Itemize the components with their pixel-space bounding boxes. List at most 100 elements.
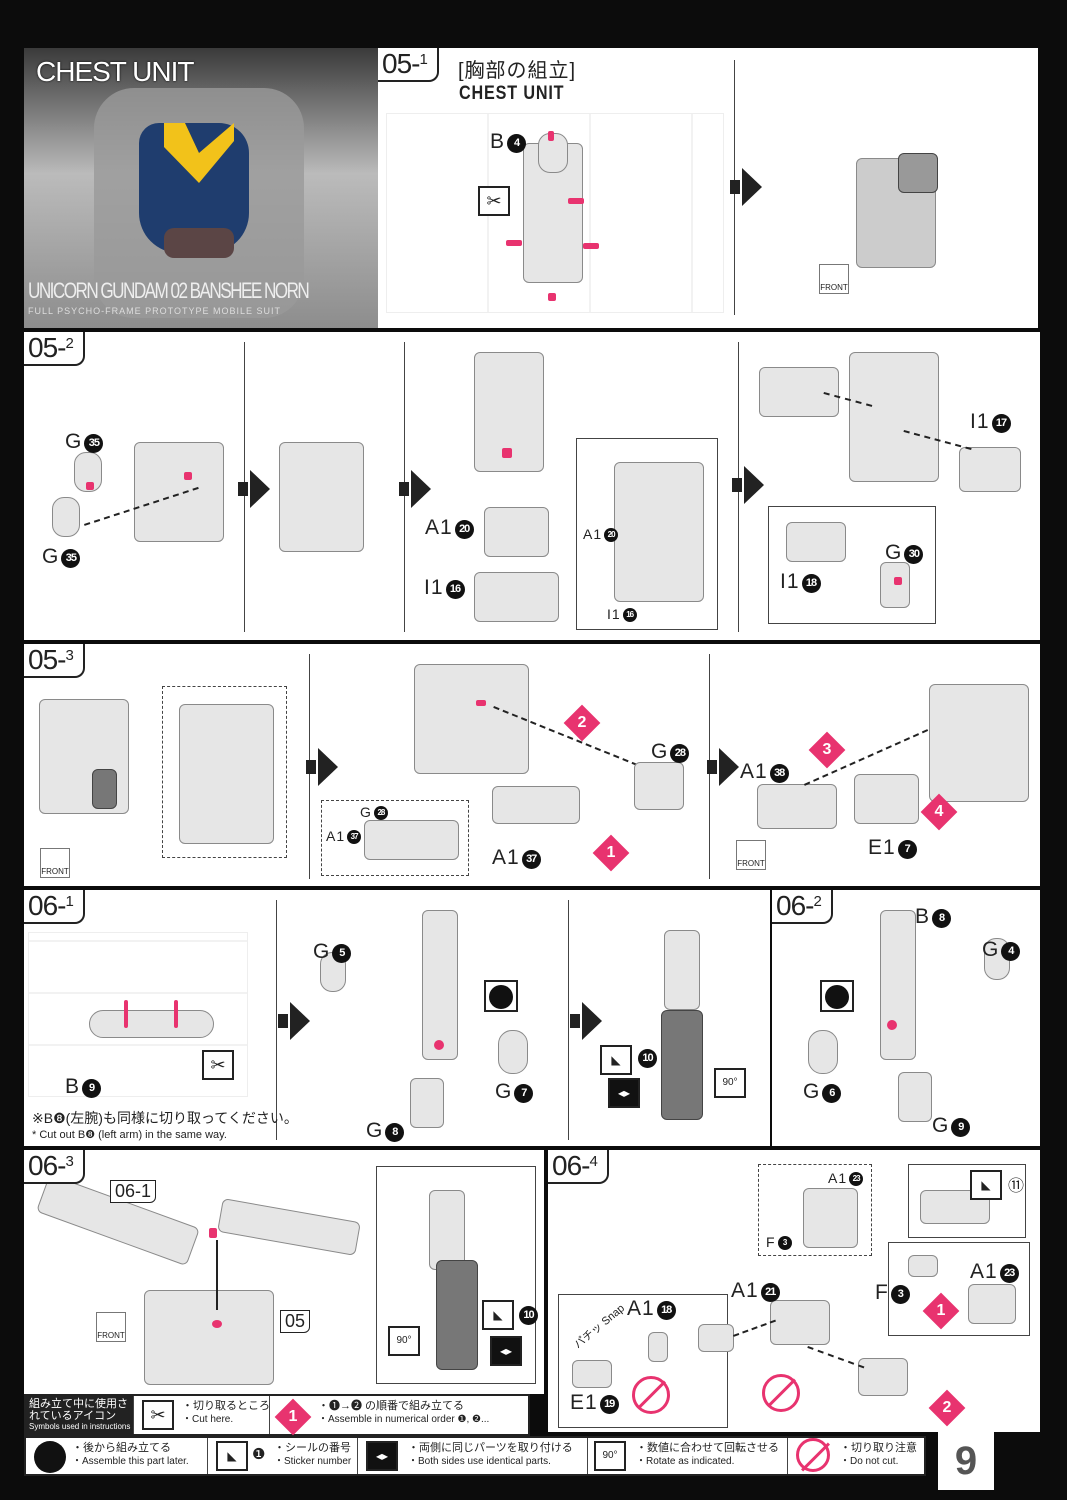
- decoration: ・数値に合わせて回転させる: [636, 1442, 779, 1454]
- decoration: ・Assemble in numerical order ❶, ❷...: [318, 1414, 490, 1425]
- decoration: 06: [776, 890, 806, 921]
- decoration: 20: [604, 528, 619, 542]
- decoration: A1: [627, 1297, 655, 1320]
- gate-mark: [887, 1020, 897, 1030]
- dashed-guide-arrow: [807, 1346, 865, 1369]
- note-en: * Cut out B❽ (left arm) in the same way.: [32, 1129, 227, 1141]
- model-part-shape: [808, 1030, 838, 1074]
- decoration: 7: [514, 1084, 534, 1103]
- step-05-2-panel: [24, 332, 1040, 640]
- decoration: 17: [991, 414, 1011, 433]
- decoration: ・❶→❷ の順番で組み立てる・Assemble in numerical ord…: [318, 1399, 524, 1427]
- icon-legend-row2: ・後から組み立てる・Assemble this part later. ◣❶・シ…: [24, 1436, 926, 1476]
- both-sides-icon: ◂▸: [608, 1078, 640, 1108]
- decoration: 8: [385, 1123, 405, 1142]
- front-icon: FRONT: [736, 840, 766, 870]
- decoration: G: [495, 1080, 513, 1103]
- decoration: 30: [904, 545, 924, 564]
- decoration: 38: [769, 764, 789, 783]
- decoration: 2: [942, 1399, 952, 1416]
- step-header-06-3: 06-3: [24, 1150, 85, 1184]
- front-icon: FRONT: [40, 848, 70, 878]
- step-marker: 4: [920, 793, 958, 831]
- model-part-shape: [364, 820, 459, 860]
- model-part-shape: [849, 352, 939, 482]
- gate-mark: [568, 198, 584, 204]
- model-part-shape: [410, 1078, 444, 1128]
- model-part-shape: [484, 507, 549, 557]
- step-05-3-panel: FRONT FRONT: [24, 644, 1040, 886]
- gate-mark: [476, 700, 486, 706]
- model-part-shape: [929, 684, 1029, 802]
- decoration: G: [366, 1119, 384, 1142]
- step-header-06-1: 06-1: [24, 890, 85, 924]
- decoration: 3: [777, 1236, 792, 1250]
- model-part-shape: [92, 769, 117, 809]
- gate-mark: [209, 1228, 217, 1238]
- model-part-shape: [634, 762, 684, 810]
- decoration: 4: [589, 1153, 597, 1170]
- decoration: ・数値に合わせて回転させる・Rotate as indicated.: [636, 1441, 783, 1469]
- decoration: ◣: [216, 1441, 248, 1471]
- decoration: 23: [849, 1172, 864, 1186]
- model-part-shape: [664, 930, 700, 1010]
- next-step-arrow-icon: [399, 470, 431, 508]
- sticker-number: 10: [636, 1045, 657, 1069]
- decoration: 6: [822, 1084, 842, 1103]
- front-icon: FRONT: [819, 264, 849, 294]
- step-06-3-panel: 06-1 05 FRONT 90° ◣ ◂▸: [24, 1150, 544, 1394]
- decoration: 4: [1001, 942, 1021, 961]
- rotate-icon: 90°: [714, 1068, 746, 1098]
- step-marker: 3: [808, 731, 846, 769]
- decoration: ・切り取り注意: [840, 1442, 917, 1454]
- decoration: 35: [61, 549, 81, 568]
- gate-mark: [548, 131, 554, 141]
- detail-box: [758, 1164, 872, 1256]
- decoration: 3: [822, 741, 832, 758]
- decoration: 18: [801, 574, 821, 593]
- model-part-shape: [661, 1010, 703, 1120]
- step-title-en: CHEST UNIT: [459, 83, 565, 104]
- model-part-shape: [648, 1332, 668, 1362]
- decoration: ・両側に同じパーツを取り付ける: [408, 1442, 573, 1454]
- decoration: 3: [65, 1153, 73, 1170]
- decoration: 23: [999, 1264, 1019, 1283]
- model-part-shape: [770, 1300, 830, 1345]
- model-part-shape: [538, 133, 568, 173]
- gate-mark: [434, 1040, 444, 1050]
- decoration: [825, 985, 849, 1009]
- model-subtitle: FULL PSYCHO-FRAME PROTOTYPE MOBILE SUIT: [28, 306, 282, 316]
- decoration: G: [803, 1080, 821, 1103]
- decoration: 2: [65, 335, 73, 352]
- next-step-arrow-icon: [238, 470, 270, 508]
- decoration: I1: [607, 606, 621, 622]
- model-part-shape: [854, 774, 919, 824]
- step-header-05-1: 05-1: [378, 48, 439, 82]
- decoration: E1: [868, 836, 896, 859]
- model-part-shape: [52, 497, 80, 537]
- decoration: FRONT: [97, 1331, 125, 1340]
- do-not-cut-icon: [632, 1376, 670, 1414]
- decoration: ✂・切り取るところ・Cut here.: [134, 1396, 270, 1434]
- decoration: [34, 1441, 66, 1473]
- model-part-shape: [498, 1030, 528, 1074]
- decoration: 3: [65, 647, 73, 664]
- gate-mark: [583, 243, 599, 249]
- decoration: ・後から組み立てる・Assemble this part later.: [26, 1438, 208, 1474]
- decoration: ・切り取り注意・Do not cut.: [840, 1441, 920, 1469]
- decoration: ✂: [202, 1050, 234, 1080]
- decoration: 06: [28, 1150, 58, 1181]
- model-part-shape: [279, 442, 364, 552]
- decoration: 1: [606, 844, 616, 861]
- step-05-1-panel: ✂ FRONT: [378, 48, 1038, 328]
- decoration: G: [65, 430, 83, 453]
- decoration: 1: [936, 1302, 946, 1319]
